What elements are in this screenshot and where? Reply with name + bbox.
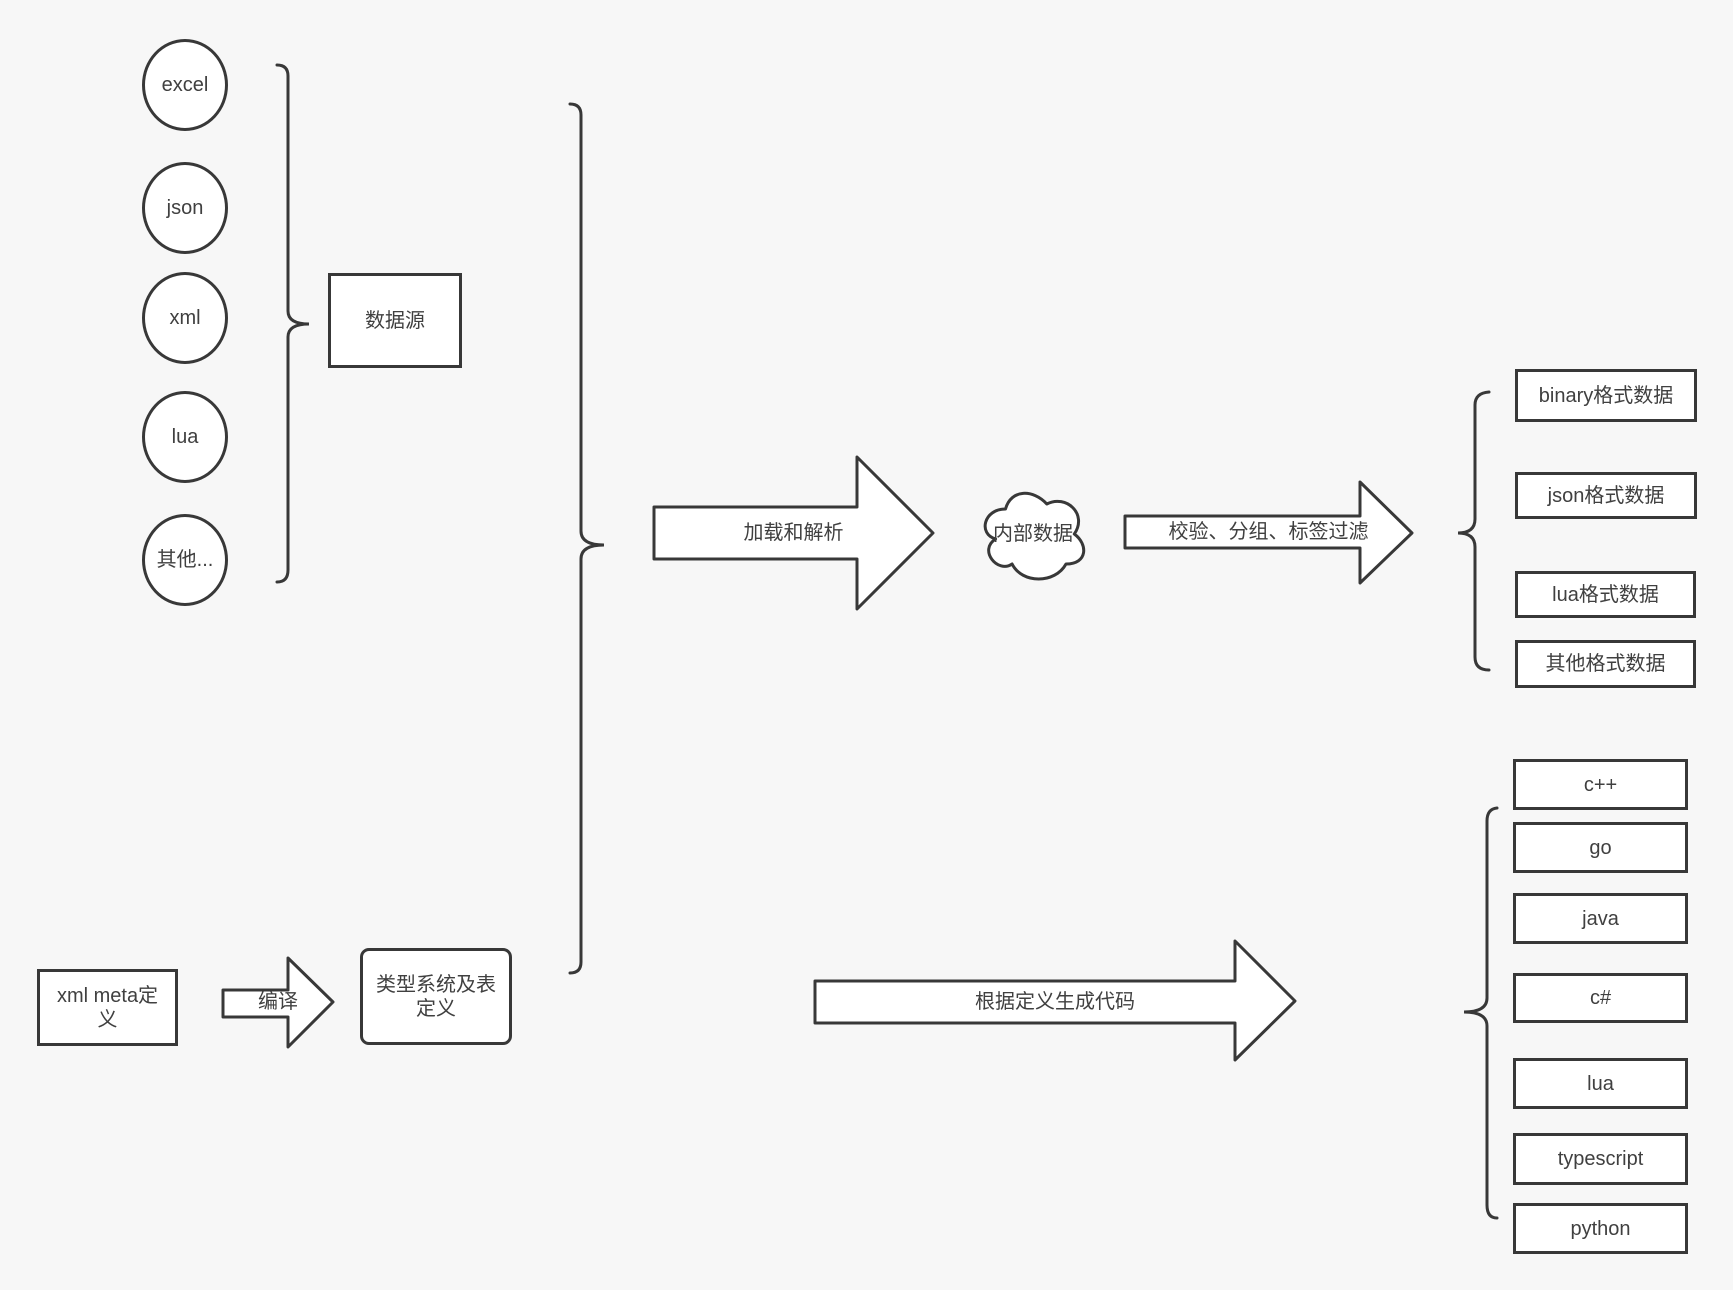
output-box-other-label: 其他格式数据	[1545, 653, 1666, 675]
filter-arrow	[1123, 480, 1414, 585]
output-box-binary: binary格式数据	[1515, 369, 1697, 422]
language-box-typescript: typescript	[1513, 1133, 1688, 1185]
xml-meta-definition-label: xml meta定 义	[56, 984, 159, 1031]
source-node-xml-label: xml	[169, 307, 201, 329]
load-parse-arrow	[652, 455, 935, 611]
source-node-json: json	[142, 162, 228, 254]
language-box-java: java	[1513, 893, 1688, 944]
language-box-lua-label: lua	[1587, 1072, 1614, 1095]
language-box-csharp-label: c#	[1589, 987, 1612, 1009]
source-node-excel: excel	[142, 39, 228, 131]
output-formats-brace	[1457, 390, 1491, 672]
data-source-box: 数据源	[328, 273, 462, 368]
language-box-go-label: go	[1589, 836, 1612, 859]
source-node-xml: xml	[142, 272, 228, 364]
output-box-lua: lua格式数据	[1515, 571, 1696, 618]
output-box-json: json格式数据	[1515, 472, 1697, 519]
language-box-csharp: c#	[1513, 973, 1688, 1023]
source-node-other-label: 其他...	[156, 549, 214, 571]
languages-brace	[1463, 806, 1499, 1220]
language-box-go: go	[1513, 822, 1688, 873]
source-node-lua: lua	[142, 391, 228, 483]
language-box-java-label: java	[1582, 907, 1619, 930]
output-box-json-label: json格式数据	[1547, 484, 1665, 507]
language-box-typescript-label: typescript	[1557, 1148, 1644, 1170]
source-node-lua-label: lua	[171, 426, 199, 448]
inputs-group-brace	[568, 102, 605, 975]
language-box-cpp: c++	[1513, 759, 1688, 810]
language-box-cpp-label: c++	[1583, 773, 1618, 796]
internal-data-cloud	[983, 491, 1086, 581]
output-box-lua-label: lua格式数据	[1552, 583, 1659, 606]
xml-meta-definition-box: xml meta定 义	[37, 969, 178, 1046]
type-system-box: 类型系统及表 定义	[360, 948, 512, 1045]
source-node-other: 其他...	[142, 514, 228, 606]
codegen-arrow	[813, 939, 1297, 1062]
compile-arrow	[221, 956, 335, 1049]
output-box-binary-label: binary格式数据	[1538, 384, 1674, 407]
sources-group-brace	[275, 63, 310, 584]
source-node-json-label: json	[166, 197, 204, 219]
language-box-python-label: python	[1570, 1217, 1631, 1240]
language-box-python: python	[1513, 1203, 1688, 1254]
source-node-excel-label: excel	[161, 74, 209, 96]
data-source-label: 数据源	[365, 309, 425, 332]
output-box-other: 其他格式数据	[1515, 640, 1696, 688]
language-box-lua: lua	[1513, 1058, 1688, 1109]
type-system-label: 类型系统及表 定义	[376, 973, 496, 1020]
